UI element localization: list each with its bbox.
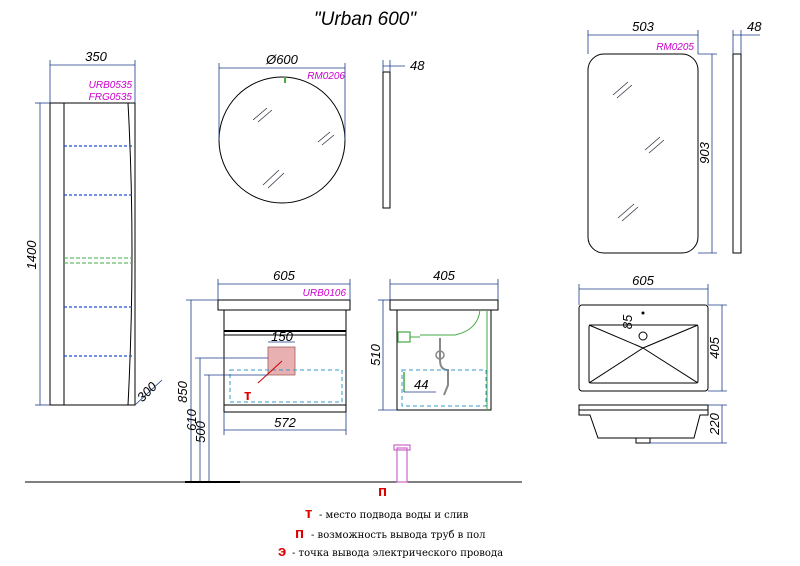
connection-box-width: 150 bbox=[271, 329, 293, 344]
water-point-marker: т bbox=[244, 387, 251, 404]
rect-mirror-code: RM0205 bbox=[656, 42, 694, 53]
vanity-body bbox=[223, 309, 347, 413]
basin-height: 220 bbox=[707, 412, 722, 435]
round-mirror-diameter: Ø600 bbox=[265, 52, 299, 67]
basin-side-view bbox=[578, 404, 709, 439]
pencil-case-code-1: URB0535 bbox=[89, 80, 133, 91]
legend-key-1: т bbox=[305, 505, 312, 522]
vanity-top bbox=[217, 299, 351, 311]
basin-width: 605 bbox=[632, 273, 654, 288]
round-mirror-side bbox=[382, 71, 391, 209]
pencil-case-code-2: FRG0535 bbox=[89, 92, 133, 103]
round-mirror: Ø600 RM0206 48 bbox=[218, 52, 425, 209]
legend-key-3: э bbox=[278, 543, 286, 560]
floor-pipe bbox=[396, 447, 408, 483]
pencil-case-body bbox=[49, 102, 136, 406]
vanity-height-610: 610 bbox=[184, 408, 199, 430]
pencil-case-depth: 300 bbox=[134, 378, 160, 404]
basin-depth: 405 bbox=[707, 336, 722, 358]
pencil-case: 350 URB0535 FRG0535 1400 300 bbox=[24, 49, 163, 406]
legend-key-2: п bbox=[295, 525, 304, 542]
rect-mirror-width: 503 bbox=[632, 19, 654, 34]
pencil-case-height: 1400 bbox=[24, 240, 39, 270]
vanity-mount-height: 850 bbox=[175, 380, 190, 402]
rect-mirror-side bbox=[732, 53, 742, 254]
legend-text-1: - место подвода воды и слив bbox=[319, 510, 469, 521]
rect-mirror-depth: 48 bbox=[747, 19, 762, 34]
pencil-case-width: 350 bbox=[85, 49, 107, 64]
basin-inner-label: 85 bbox=[620, 314, 635, 329]
vanity-side: 44 405 510 bbox=[368, 268, 499, 411]
round-mirror-depth: 48 bbox=[410, 58, 425, 73]
round-mirror-outline bbox=[218, 76, 346, 204]
vanity-side-offset: 44 bbox=[414, 377, 428, 392]
vanity-side-depth: 405 bbox=[433, 268, 455, 283]
legend-text-2: - возможность вывода труб в пол bbox=[311, 530, 486, 541]
round-mirror-code: RM0206 bbox=[307, 71, 345, 82]
legend-text-3: - точка вывода электрического провода bbox=[292, 548, 503, 559]
floor-pipe-marker: п bbox=[378, 483, 387, 500]
floor: п bbox=[25, 444, 522, 500]
basin: 85 605 405 220 bbox=[578, 273, 727, 444]
vanity-inner-width: 572 bbox=[274, 415, 296, 430]
vanity-front: 150 т 605 URB0106 572 850 610 500 bbox=[175, 268, 351, 482]
rect-mirror-height: 903 bbox=[697, 141, 712, 163]
basin-top-view bbox=[578, 304, 709, 392]
rect-mirror-outline bbox=[587, 53, 699, 254]
drawing-title: "Urban 600" bbox=[314, 9, 417, 30]
vanity-side-top bbox=[389, 299, 499, 311]
rect-mirror: 503 RM0205 903 48 bbox=[587, 19, 762, 254]
vanity-code: URB0106 bbox=[303, 288, 347, 299]
vanity-side-body bbox=[396, 309, 492, 411]
vanity-width: 605 bbox=[273, 268, 295, 283]
vanity-height-500: 500 bbox=[193, 420, 208, 442]
legend: т - место подвода воды и слив п - возмож… bbox=[278, 505, 503, 560]
vanity-side-height: 510 bbox=[368, 343, 383, 365]
